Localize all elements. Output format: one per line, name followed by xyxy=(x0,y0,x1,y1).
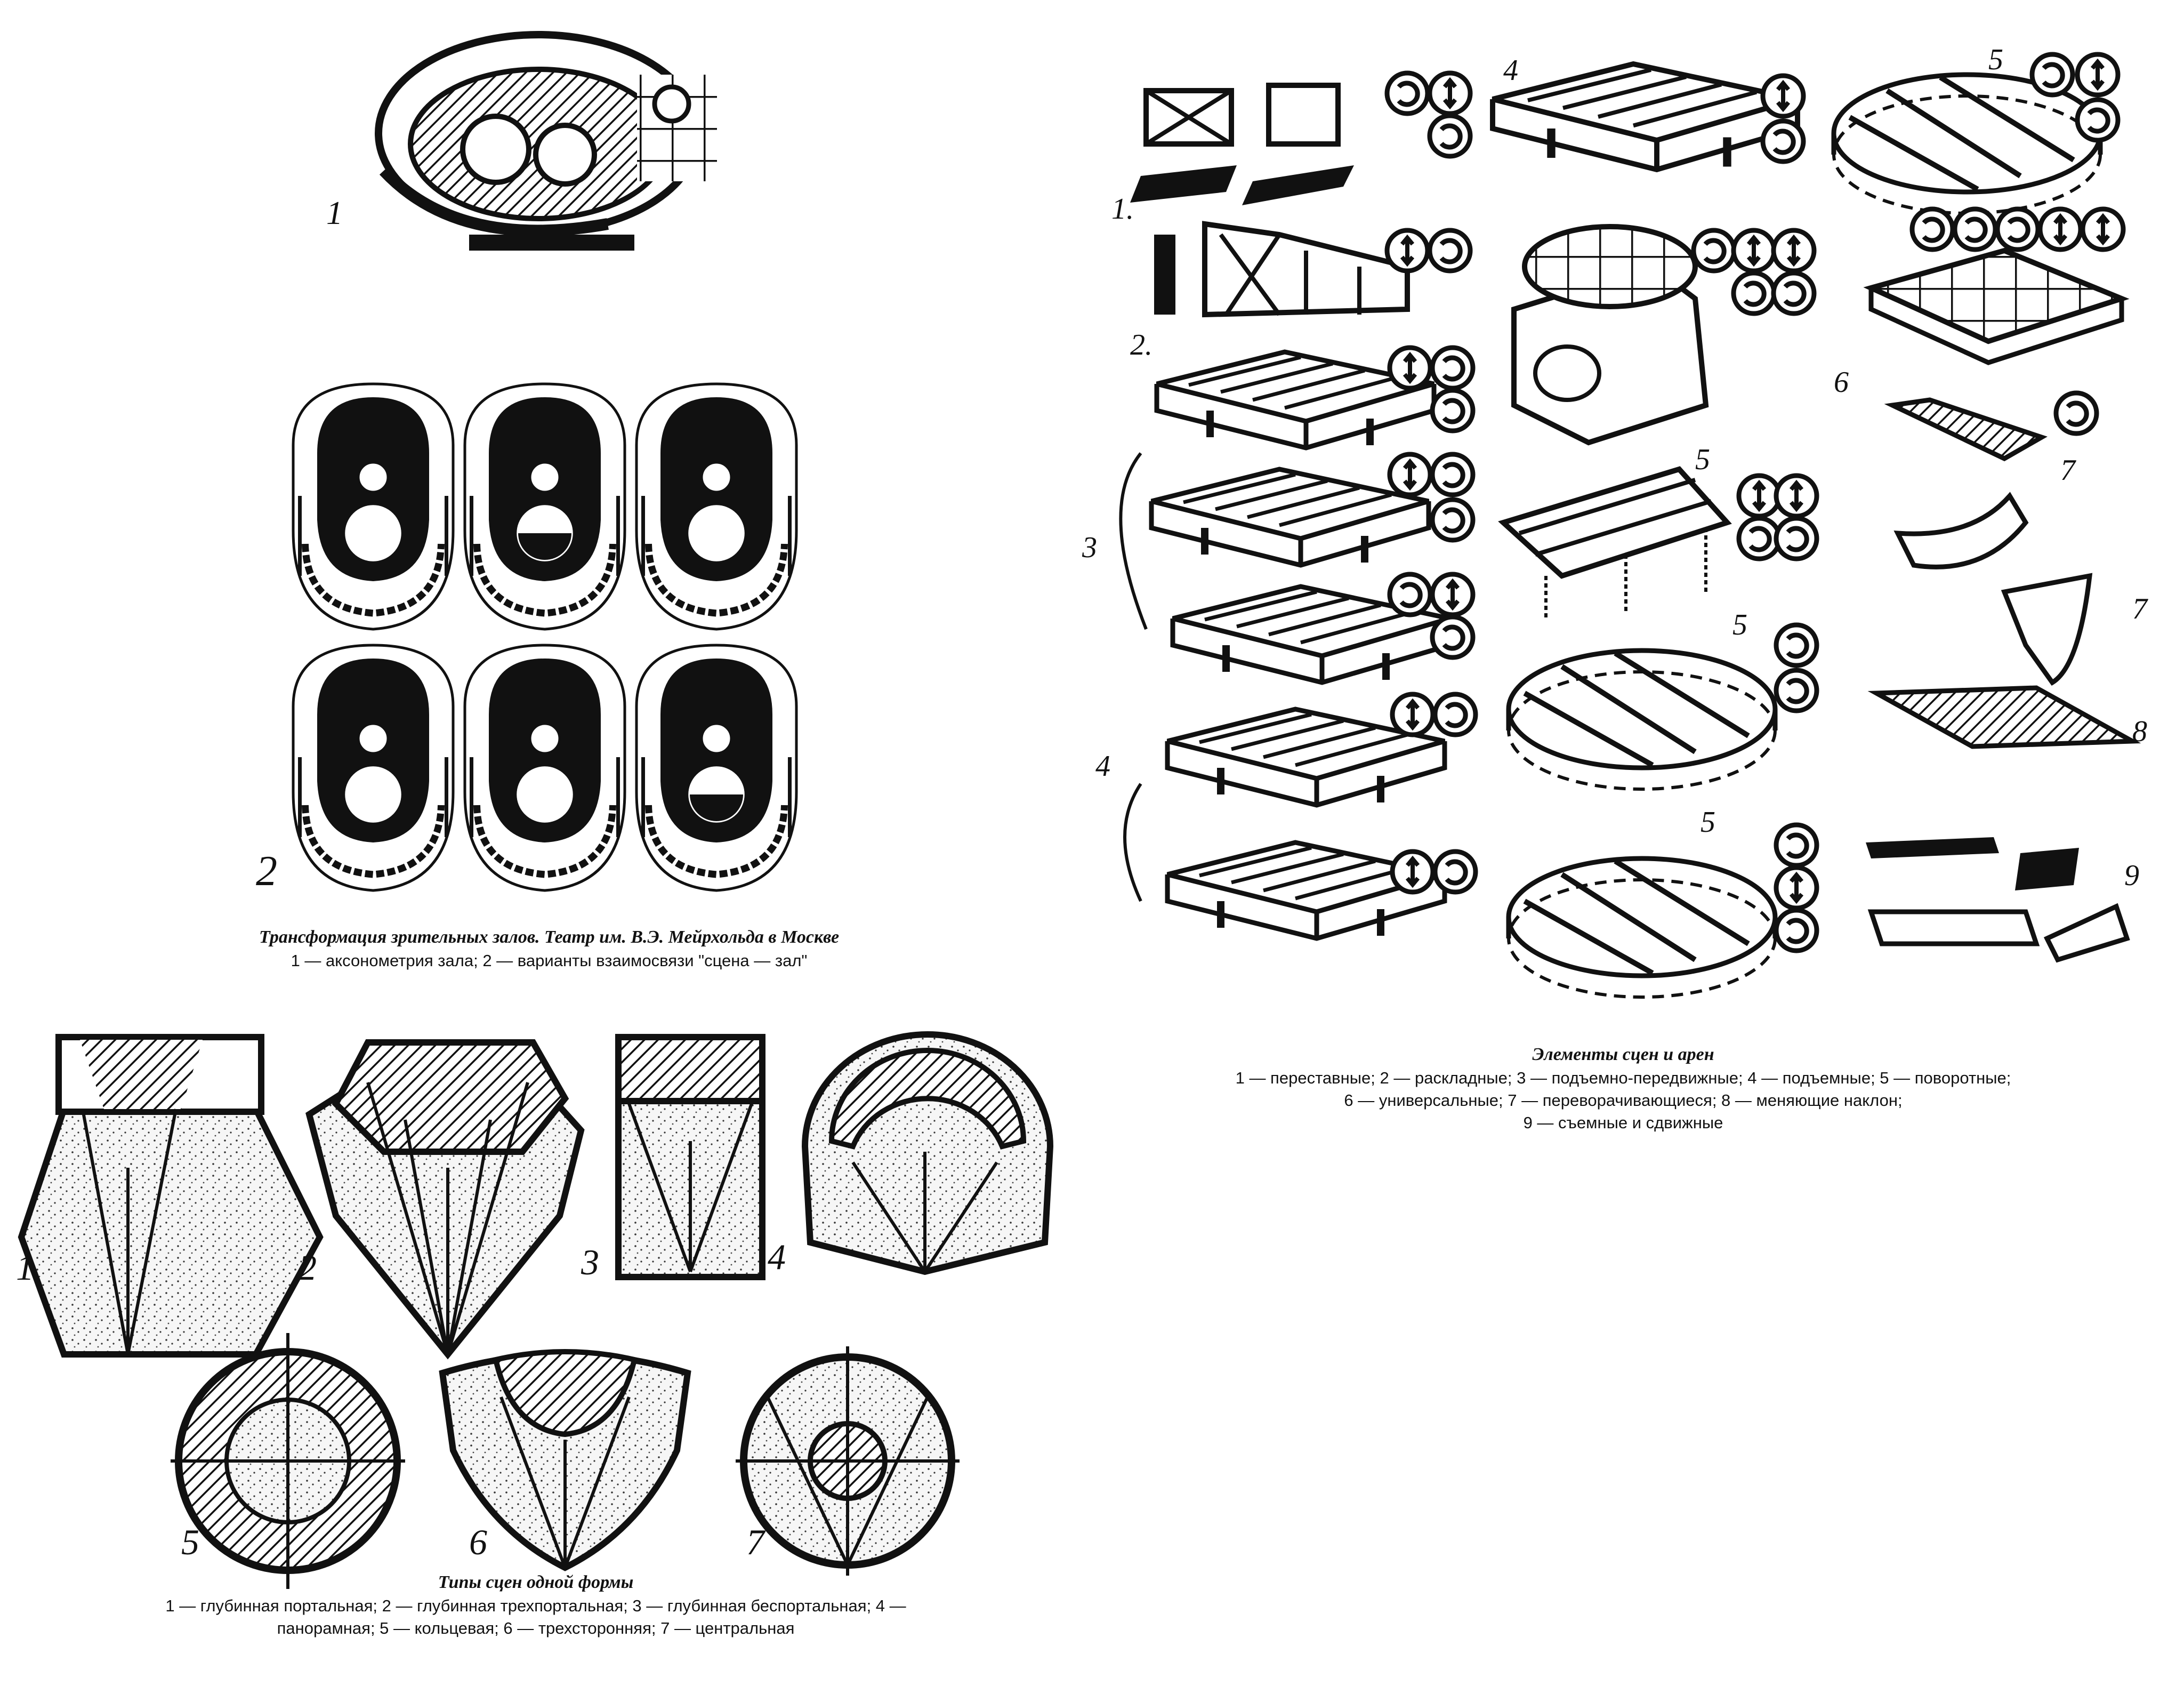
fig2-label-7b: 7 xyxy=(2132,592,2148,625)
fig2-label-3: 3 xyxy=(1082,531,1097,564)
figure3-caption: Типы сцен одной формы 1 — глубинная порт… xyxy=(5,1570,1066,1640)
fig3-label-5: 5 xyxy=(181,1522,199,1562)
fig2-label-1: 1. xyxy=(1111,192,1134,226)
figure1-legend: 1 — аксонометрия зала; 2 — варианты взаи… xyxy=(291,951,808,970)
fig2-label-5b: 5 xyxy=(1695,443,1710,476)
stage-type-1 xyxy=(18,1034,324,1358)
fig3-label-7: 7 xyxy=(746,1522,766,1562)
fig2-label-8: 8 xyxy=(2132,715,2147,748)
stage-type-3 xyxy=(615,1034,765,1280)
fig2-label-2: 2. xyxy=(1130,328,1153,362)
stage-type-5 xyxy=(171,1333,405,1589)
figure1-title: Трансформация зрительных залов. Театр им… xyxy=(259,927,840,947)
fig3-label-4: 4 xyxy=(768,1237,786,1277)
fig2-label-5a: 5 xyxy=(1988,43,2003,76)
figure3-legend-line2: панорамная; 5 — кольцевая; 6 — трехсторо… xyxy=(277,1618,795,1637)
figure2-title: Элементы сцен и арен xyxy=(1532,1045,1714,1064)
fig2-label-9: 9 xyxy=(2124,859,2139,892)
fig2-label-5c: 5 xyxy=(1732,608,1747,641)
figure3-title: Типы сцен одной формы xyxy=(438,1572,634,1592)
fig2-label-5d: 5 xyxy=(1701,806,1715,839)
figure2-legend-line2: 6 — универсальные; 7 — переворачивающиес… xyxy=(1344,1090,1903,1110)
stage-type-2 xyxy=(305,1039,585,1360)
stage-elements-grid xyxy=(1119,54,2141,997)
fig2-label-6: 6 xyxy=(1834,366,1849,399)
fig3-label-2: 2 xyxy=(299,1247,317,1288)
figure2-caption: Элементы сцен и арен 1 — переставные; 2 … xyxy=(1082,1042,2164,1134)
fig3-label-3: 3 xyxy=(581,1242,599,1282)
figure2-legend-line1: 1 — переставные; 2 — раскладные; 3 — под… xyxy=(1235,1068,2011,1087)
fig1-label-1: 1 xyxy=(326,195,343,231)
fig3-label-6: 6 xyxy=(469,1522,487,1562)
auditorium-axonometry xyxy=(375,31,717,251)
fig2-label-4a: 4 xyxy=(1095,750,1110,783)
fig3-label-1: 1 xyxy=(16,1247,34,1288)
fig2-label-4b: 4 xyxy=(1503,54,1518,87)
stage-type-6 xyxy=(439,1349,691,1571)
fig1-label-2: 2 xyxy=(256,848,277,895)
figure2-legend-line3: 9 — съемные и сдвижные xyxy=(1523,1113,1723,1132)
figure1-caption: Трансформация зрительных залов. Театр им… xyxy=(133,925,965,972)
fig2-label-7a: 7 xyxy=(2060,454,2076,487)
figure3-legend-line1: 1 — глубинная портальная; 2 — глубинная … xyxy=(165,1596,906,1615)
stage-type-7 xyxy=(736,1346,960,1576)
stage-type-4 xyxy=(801,1031,1054,1275)
auditorium-plan-variants xyxy=(293,384,796,890)
